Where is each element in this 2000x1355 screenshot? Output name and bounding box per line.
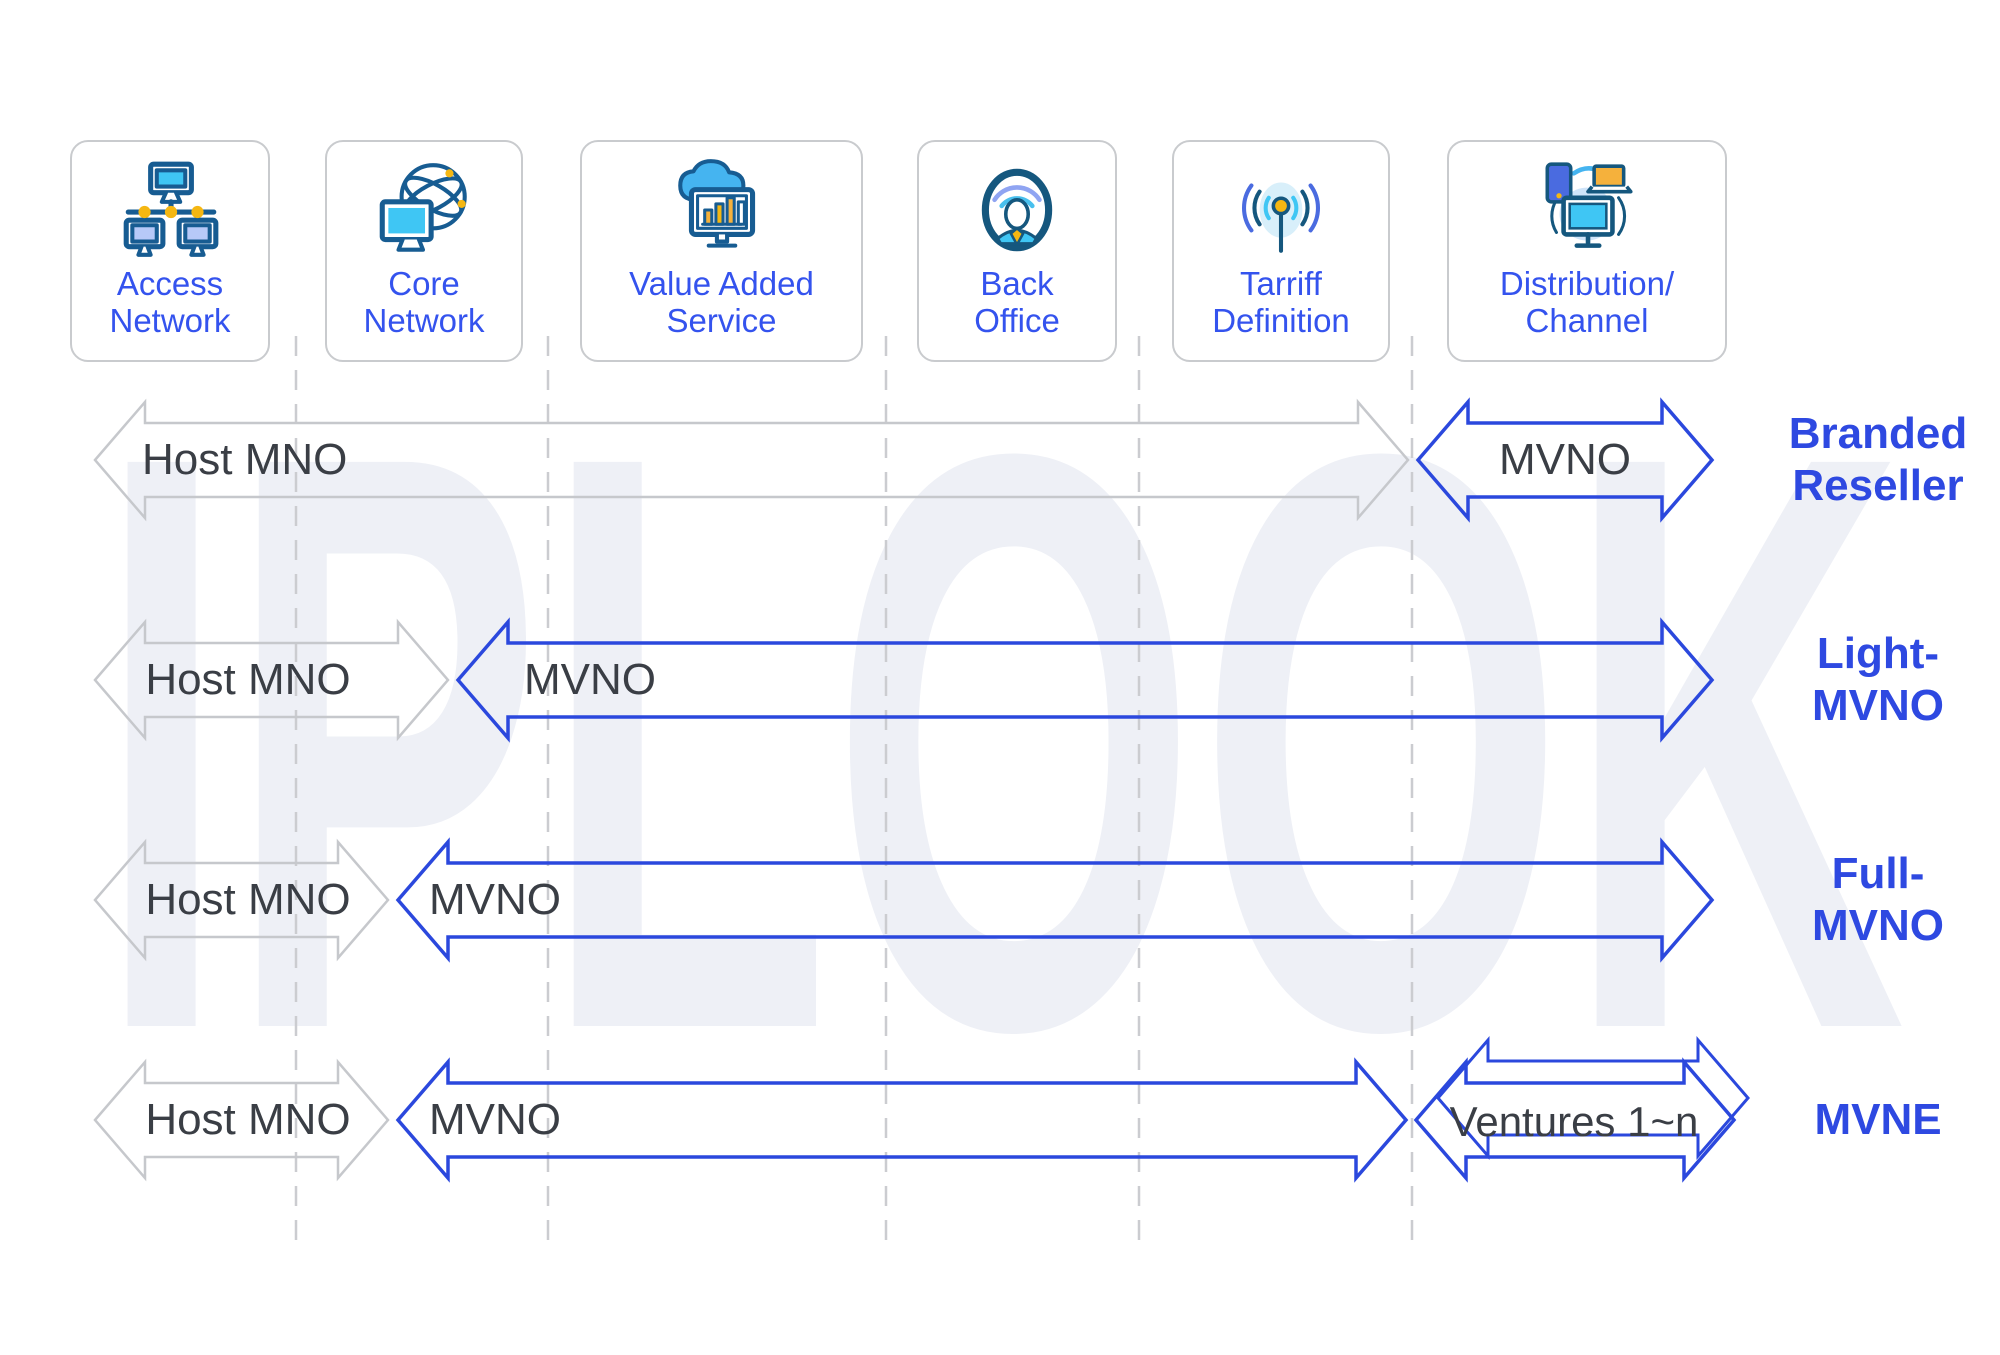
iplook-watermark: IPLOOK <box>96 284 1906 1200</box>
type-label-mvne: MVNE <box>1814 1095 1942 1144</box>
component-box-distribution-channel: Distribution/Channel <box>1447 140 1727 362</box>
host-mno-label-row4: Host MNO <box>145 1095 351 1144</box>
mvno-arrow-light-mvno <box>455 617 1715 743</box>
host-mno-arrow-branded-reseller <box>93 398 1410 522</box>
mvno-label-row2: MVNO <box>524 655 656 704</box>
distribution-channel-icon <box>1531 158 1643 262</box>
mvno-label-row4: MVNO <box>429 1095 561 1144</box>
host-mno-label-row1: Host MNO <box>142 435 348 484</box>
type-label-full-mvno: Full-MVNO <box>1812 849 1944 950</box>
mvno-arrow-full-mvno <box>395 837 1715 963</box>
ventures-arrow-back <box>1436 1035 1750 1161</box>
ventures-arrow-front <box>1413 1057 1737 1183</box>
ventures-label: Ventures 1~n <box>1449 1098 1699 1145</box>
back-office-icon <box>965 158 1069 262</box>
host-mno-arrow-mvne <box>93 1058 390 1182</box>
host-mno-arrow-full-mvno <box>93 838 390 962</box>
host-mno-label-row3: Host MNO <box>145 875 351 924</box>
value-added-service-icon <box>666 158 778 262</box>
dashed-separators <box>294 336 1414 1246</box>
host-mno-label-row2: Host MNO <box>145 655 351 704</box>
mvno-arrow-branded-reseller <box>1415 397 1715 523</box>
mvno-label-row1: MVNO <box>1499 435 1631 484</box>
tarriff-definition-icon <box>1229 158 1333 262</box>
core-network-icon <box>368 158 480 262</box>
mvno-label-row3: MVNO <box>429 875 561 924</box>
component-label: Distribution/Channel <box>1499 265 1675 339</box>
host-mno-arrow-light-mvno <box>93 618 450 742</box>
access-network-icon <box>114 158 226 262</box>
type-label-light-mvno: Light-MVNO <box>1812 629 1944 730</box>
mvno-arrow-mvne <box>395 1057 1409 1183</box>
